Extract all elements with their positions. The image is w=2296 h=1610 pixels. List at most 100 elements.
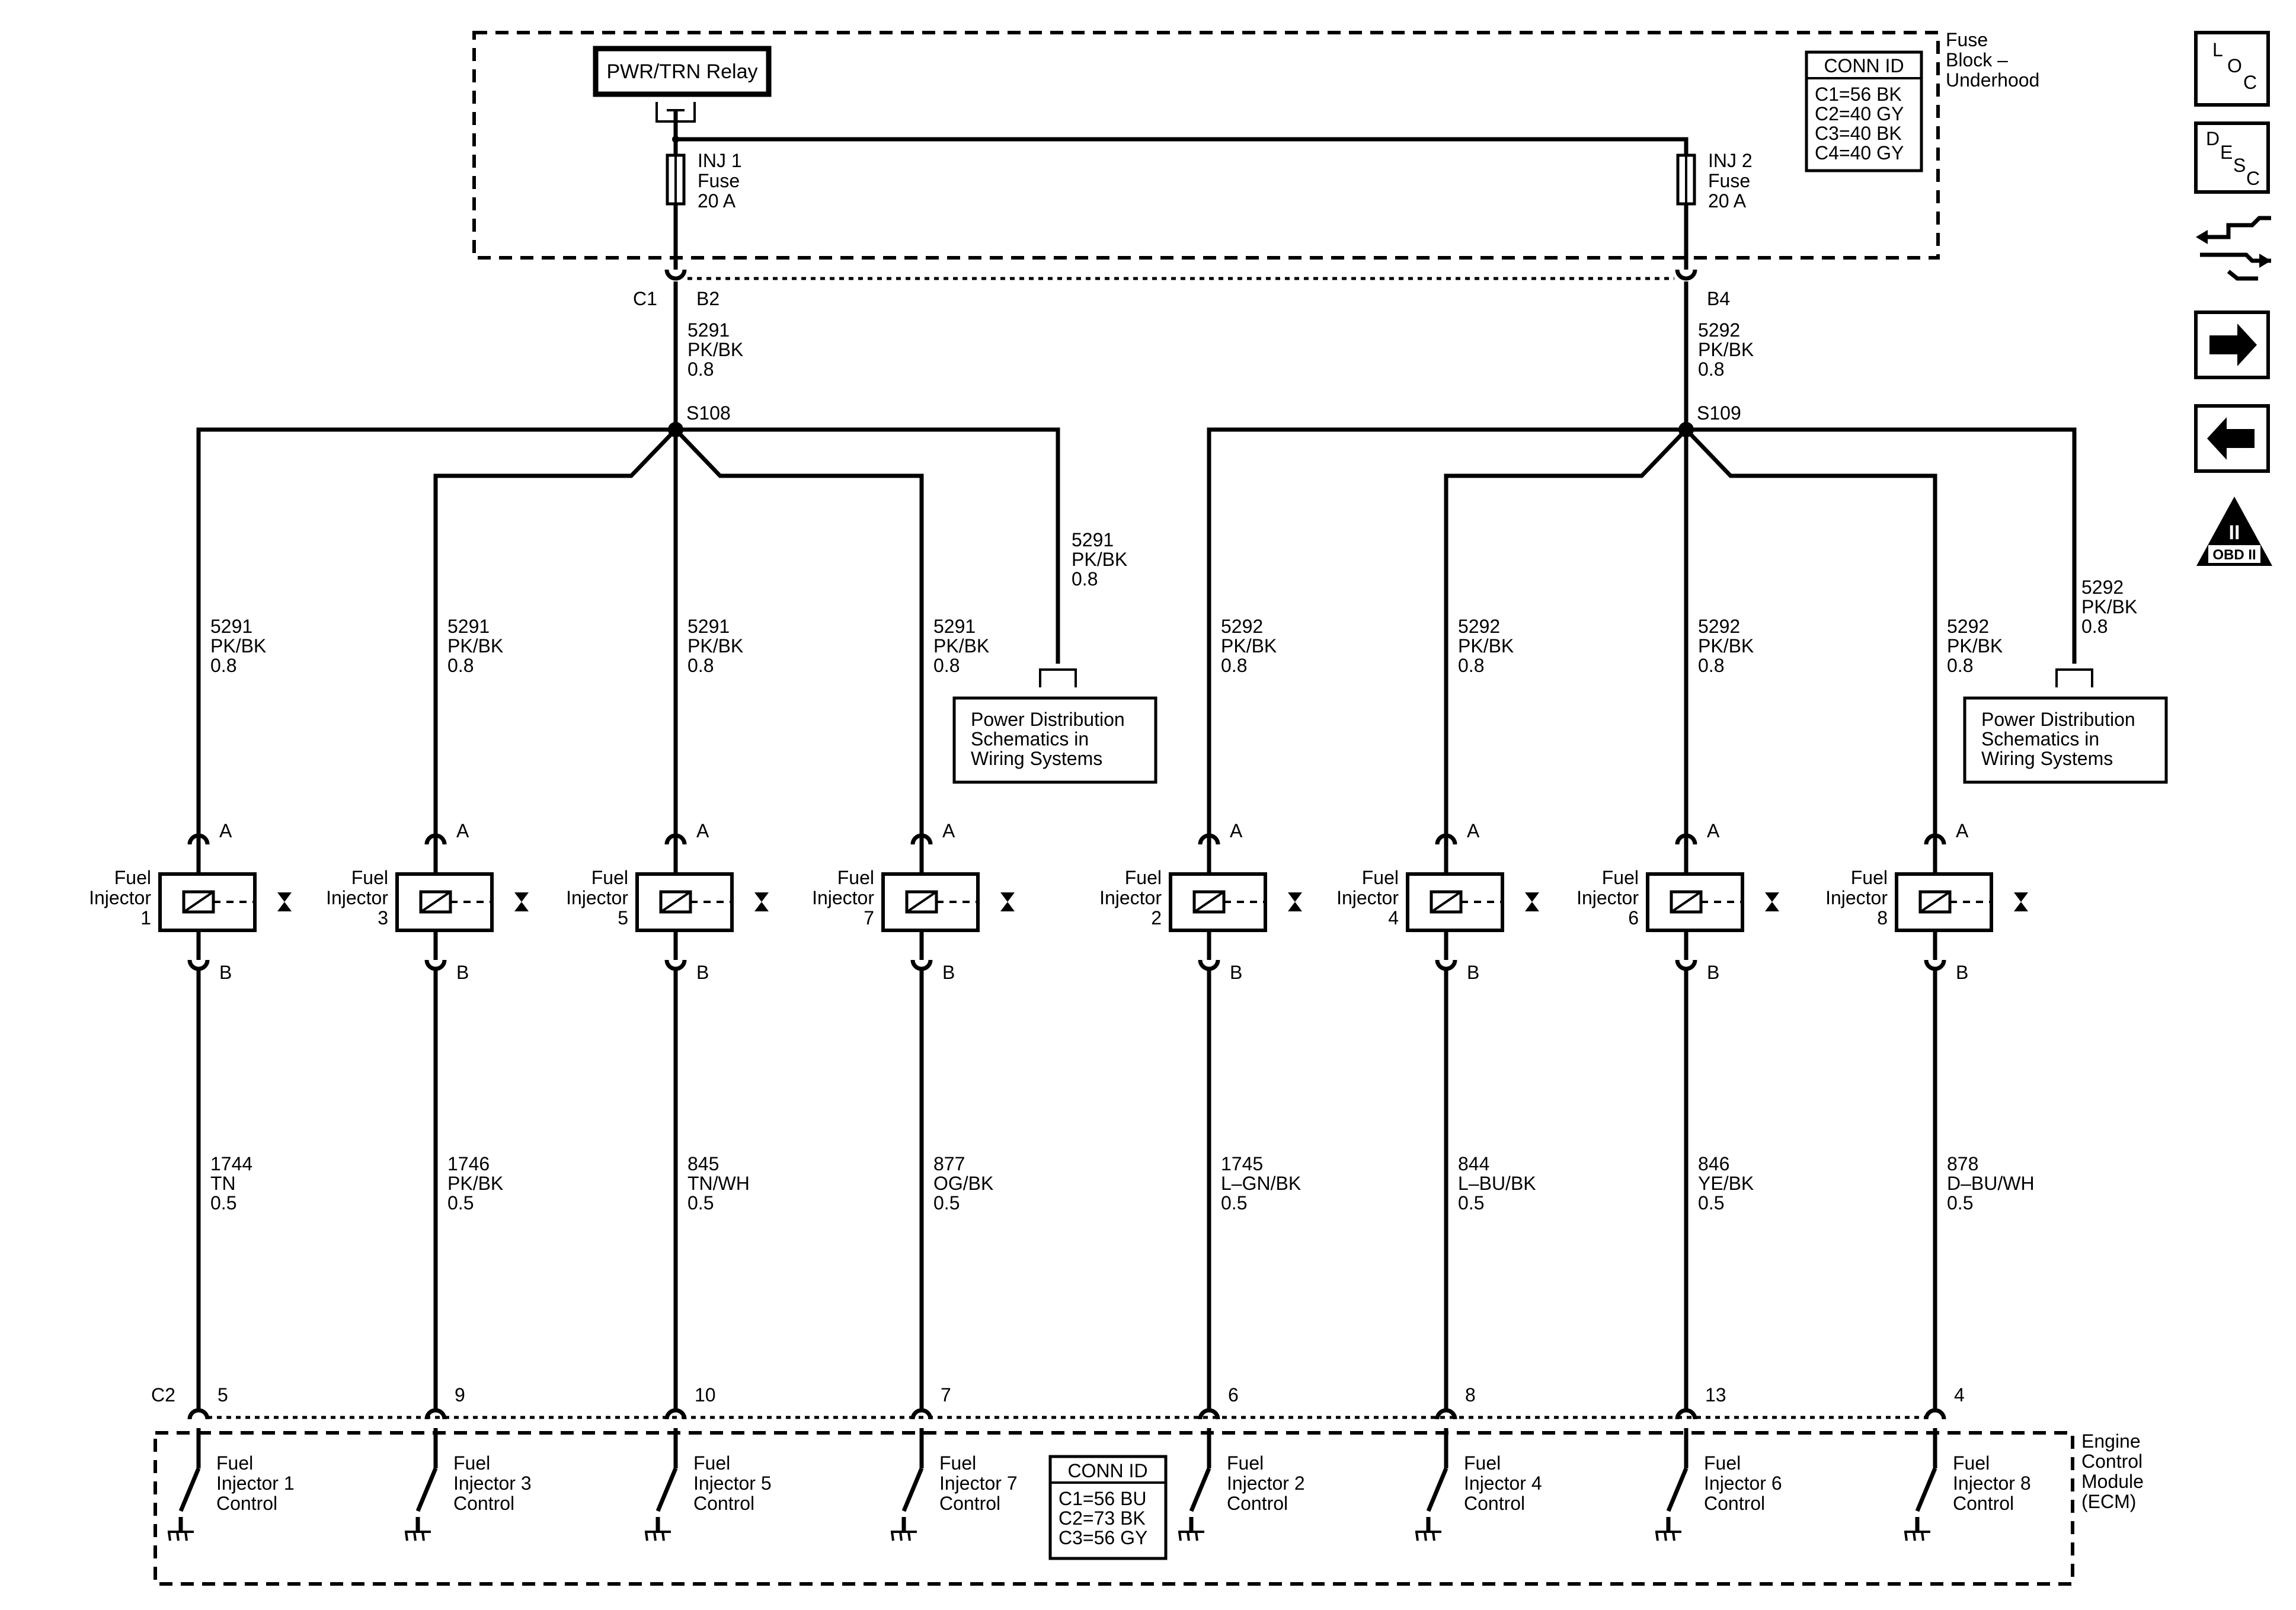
pin-a-connector — [1675, 833, 1697, 845]
ecm-switch-icon — [901, 1467, 924, 1512]
ecm-pin-connector — [664, 1408, 687, 1420]
ecm-switch-icon — [1189, 1467, 1211, 1512]
ground-icon — [907, 1531, 911, 1541]
injector-number: 7 — [864, 907, 874, 929]
svg-text:E: E — [2220, 142, 2233, 163]
svg-text:D: D — [2206, 128, 2220, 149]
pin-a-connector — [1435, 833, 1457, 845]
injector-in-label: 0.8 — [933, 655, 960, 676]
pin-b-label: B — [456, 962, 469, 983]
pin-a-connector — [664, 833, 687, 845]
ecm-pin-number: 10 — [695, 1384, 716, 1406]
ecm-control-label: Control — [1704, 1493, 1765, 1514]
description-icon[interactable]: D E S C — [2194, 121, 2270, 194]
fuel-injectors: 5291PK/BK0.8AFuelInjector1B1744TN0.55Fue… — [89, 616, 2035, 1541]
ecm-pin-number: 4 — [1954, 1384, 1965, 1406]
injector-valve-icon — [754, 902, 769, 911]
injector-label: Fuel — [1602, 867, 1639, 888]
fuse-block-conn-id: CONN ID C1=56 BK C2=40 GY C3=40 BK C4=40… — [1805, 50, 1923, 172]
injector-out-label: 1745 — [1221, 1153, 1263, 1174]
pd-text: Wiring Systems — [971, 748, 1102, 769]
ground-icon — [661, 1531, 665, 1541]
injector-label: Injector — [326, 887, 388, 908]
pd-text: Schematics in — [1981, 728, 2099, 750]
fuel-injector-3: 5291PK/BK0.8AFuelInjector3B1746PK/BK0.59… — [326, 616, 532, 1541]
pin-a-label: A — [1956, 820, 1969, 841]
ground-icon — [653, 1531, 657, 1541]
conn-id-title: CONN ID — [1824, 55, 1904, 76]
injector-coil-slash — [1430, 891, 1462, 913]
injector-in-label: 0.8 — [1698, 655, 1724, 676]
location-icon[interactable]: L O C — [2194, 31, 2270, 107]
pin-b-connector — [910, 959, 933, 971]
ecm-pin-connector — [187, 1408, 210, 1420]
feed-color: PK/BK — [687, 339, 743, 360]
fuse-block-label-1: Fuse — [1946, 29, 1988, 50]
injector-coil-slash — [1670, 891, 1702, 913]
injector-in-label: 5291 — [210, 616, 252, 637]
ecm-switch-icon — [655, 1467, 678, 1512]
pin-b-connector — [1198, 959, 1220, 971]
feed-color: PK/BK — [1698, 339, 1754, 360]
ecm-control-label: Control — [1953, 1493, 2014, 1514]
ecm-control-label: Injector 8 — [1953, 1473, 2031, 1494]
conn-id-row: C3=56 GY — [1059, 1527, 1147, 1548]
next-arrow-icon[interactable] — [2194, 311, 2270, 379]
injector-number: 5 — [618, 907, 628, 929]
connector-c2: C2 — [151, 1384, 1926, 1419]
ground-icon — [1655, 1531, 1659, 1541]
ecm-control-label: Control — [453, 1493, 514, 1514]
injector-out-label: 0.5 — [1947, 1192, 1973, 1214]
injector-in-label: 0.8 — [1458, 655, 1484, 676]
injector-label: Injector — [1099, 887, 1162, 908]
feed-wire-5291: 5291 PK/BK 0.8 — [673, 281, 743, 430]
injector-out-label: 0.5 — [1698, 1192, 1724, 1214]
injector-number: 1 — [140, 907, 151, 929]
injector-out-label: 0.5 — [933, 1192, 960, 1214]
ecm-control-label: Fuel — [453, 1452, 490, 1474]
ground-icon — [1178, 1531, 1182, 1541]
ecm-control-label: Injector 4 — [1464, 1473, 1542, 1494]
injector-coil-slash — [420, 891, 452, 913]
fuse-inj-2: INJ 2 Fuse 20 A — [1676, 150, 1753, 212]
pd-size: 0.8 — [2081, 616, 2108, 637]
ecm-control-label: Fuel — [1704, 1452, 1741, 1474]
injector-in-label: 0.8 — [210, 655, 236, 676]
ecm-pin-number: 8 — [1465, 1384, 1476, 1406]
relay-label: PWR/TRN Relay — [606, 60, 757, 83]
injector-valve-icon — [277, 902, 292, 911]
ecm-module: Engine Control Module (ECM) CONN ID C1=5… — [154, 1430, 2144, 1586]
pin-b-label: B — [696, 962, 709, 983]
injector-in-label: PK/BK — [1221, 635, 1277, 657]
injector-in-label: 5291 — [447, 616, 490, 637]
pd-color: PK/BK — [1072, 549, 1127, 570]
pin-b2-label: B2 — [696, 288, 720, 309]
obd-ii-icon[interactable]: II OBD II — [2196, 497, 2272, 566]
connector-c1-label: C1 — [633, 288, 657, 309]
fuel-injector-5: 5291PK/BK0.8AFuelInjector5B845TN/WH0.510… — [566, 616, 772, 1541]
injector-coil-slash — [183, 891, 215, 913]
fuel-injector-8: 5292PK/BK0.8AFuelInjector8B878D–BU/WH0.5… — [1825, 616, 2035, 1541]
injector-coil-slash — [1193, 891, 1225, 913]
fuse-block-label-2: Block – — [1946, 49, 2008, 71]
injector-valve-icon — [1000, 892, 1015, 902]
fuel-injector-1: 5291PK/BK0.8AFuelInjector1B1744TN0.55Fue… — [89, 616, 295, 1541]
fuse-label: 20 A — [698, 190, 736, 212]
ecm-control-label: Injector 1 — [216, 1473, 295, 1494]
svg-text:S: S — [2233, 155, 2246, 176]
pin-a-connector — [910, 833, 933, 845]
injector-label: Injector — [1576, 887, 1639, 908]
pin-b-label: B — [219, 962, 232, 983]
injector-valve-icon — [1000, 902, 1015, 911]
previous-arrow-icon[interactable] — [2194, 404, 2270, 473]
injector-number: 8 — [1877, 907, 1888, 929]
pin-a-label: A — [219, 820, 232, 841]
injector-in-label: 5291 — [687, 616, 730, 637]
ecm-control-label: Injector 6 — [1704, 1473, 1782, 1494]
injector-in-label: 5292 — [1698, 616, 1740, 637]
pin-a-label: A — [1467, 820, 1480, 841]
connector-icon[interactable] — [2196, 216, 2271, 281]
ground-icon — [184, 1531, 188, 1541]
ecm-control-label: Control — [1464, 1493, 1525, 1514]
ecm-pin-connector — [424, 1408, 447, 1420]
